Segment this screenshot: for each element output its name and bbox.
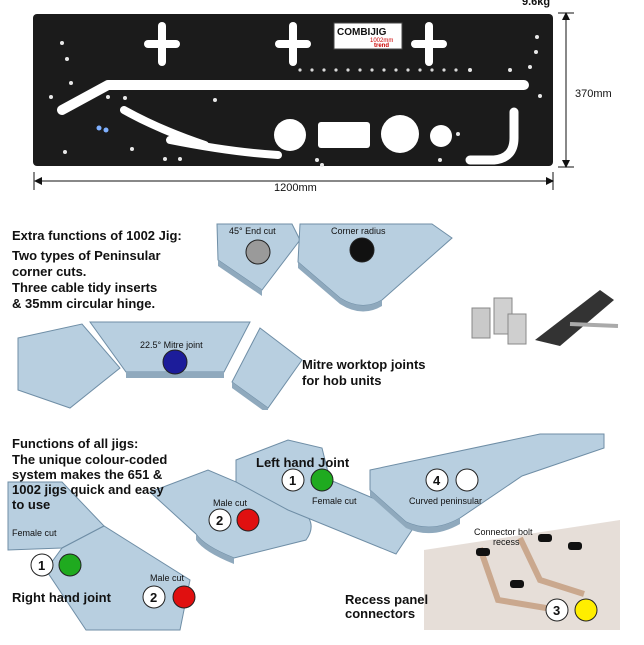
curved-peninsular-label: Curved peninsular <box>409 496 483 506</box>
num-1a: 1 <box>38 558 45 573</box>
jig-illustration: COMBIJIG 1002mm trend <box>33 12 574 190</box>
connector-bolt-label-1: Connector bolt <box>474 527 533 537</box>
functions-line-3: 1002 jigs quick and easy <box>12 482 164 497</box>
red-dot-2b <box>172 585 196 609</box>
white-dot-4 <box>455 468 479 492</box>
num-dot-1b <box>281 468 305 492</box>
yellow-dot-3 <box>574 598 598 622</box>
recess-panel-label-2: connectors <box>345 606 416 621</box>
num-3: 3 <box>553 603 560 618</box>
logo-sub: 1002mm <box>370 38 393 44</box>
blue-dot <box>162 349 188 375</box>
extra-line-3: Three cable tidy inserts <box>12 280 158 295</box>
num-dot-1a <box>30 553 54 577</box>
male-cut-label-2: Male cut <box>150 573 185 583</box>
num-dot-3 <box>545 598 569 622</box>
male-cut-label-1: Male cut <box>213 498 248 508</box>
green-dot-1a <box>58 553 82 577</box>
recess-panel-label-1: Recess panel <box>345 592 429 607</box>
grey-dot <box>245 239 271 265</box>
num-4: 4 <box>433 473 441 488</box>
width-dimension: 1200mm <box>274 182 317 194</box>
logo-plate <box>333 22 403 50</box>
functions-line-1: The unique colour-coded <box>12 452 168 467</box>
female-cut-label-1: Female cut <box>12 528 57 538</box>
mitre-caption-1: Mitre worktop joints <box>302 357 426 372</box>
num-2b: 2 <box>150 590 157 605</box>
weight-label: 9.6kg <box>522 0 551 8</box>
female-cut-label-2: Female cut <box>312 496 357 506</box>
extra-functions-illustration <box>17 223 619 410</box>
num-dot-4 <box>425 468 449 492</box>
functions-line-4: to use <box>12 497 51 512</box>
corner-radius-label: Corner radius <box>331 226 386 236</box>
mitre-caption-2: for hob units <box>302 373 382 388</box>
num-2a: 2 <box>216 513 223 528</box>
extra-line-1: Two types of Peninsular <box>12 248 161 263</box>
extra-line-4: & 35mm circular hinge. <box>12 296 156 311</box>
extra-line-2: corner cuts. <box>12 264 87 279</box>
left-hand-joint-label: Left hand Joint <box>256 455 350 470</box>
green-dot-1b <box>310 468 334 492</box>
black-dot <box>349 237 375 263</box>
height-dimension: 370mm <box>575 88 612 100</box>
extra-functions-heading: Extra functions of 1002 Jig: <box>12 228 182 243</box>
mitre-joint-label: 22.5° Mitre joint <box>140 340 203 350</box>
logo-text: COMBIJIG <box>337 27 387 38</box>
functions-illustration: 1 2 2 1 4 3 <box>7 433 620 631</box>
num-dot-2a <box>208 508 232 532</box>
right-hand-joint-label: Right hand joint <box>12 590 111 605</box>
brand-text: trend <box>374 43 389 49</box>
connector-bolt-label-2: recess <box>493 537 520 547</box>
num-1b: 1 <box>289 473 296 488</box>
red-dot-2a <box>236 508 260 532</box>
end-cut-label: 45° End cut <box>229 226 276 236</box>
functions-line-2: system makes the 651 & <box>12 467 163 482</box>
functions-heading: Functions of all jigs: <box>12 436 139 451</box>
num-dot-2b <box>142 585 166 609</box>
